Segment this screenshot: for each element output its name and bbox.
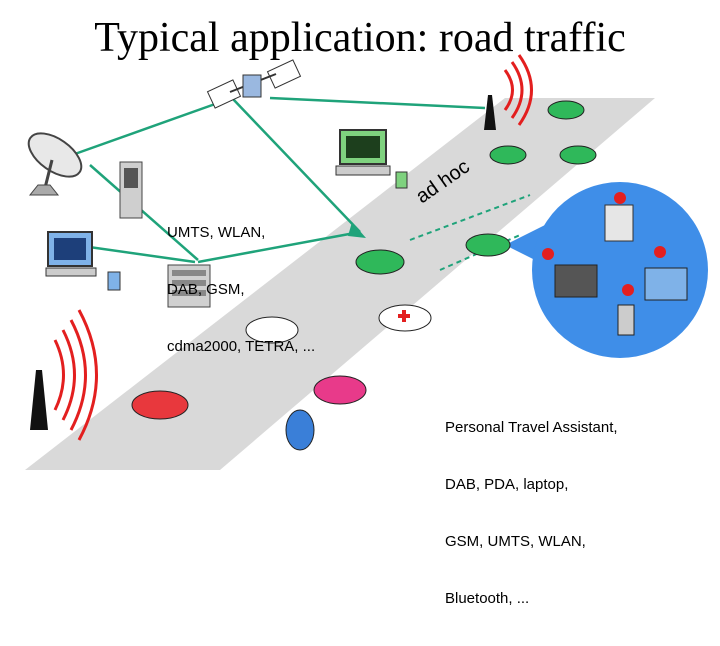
wireless-links xyxy=(71,96,486,264)
laptop-right-icon xyxy=(644,267,688,301)
server-tower-icon xyxy=(119,161,143,219)
pta-line: GSM, UMTS, WLAN, xyxy=(445,533,586,550)
pta-line: Personal Travel Assistant, xyxy=(445,419,618,436)
pta-bubble xyxy=(505,182,708,358)
pta-line: Bluetooth, ... xyxy=(445,590,530,607)
laptop-left-icon xyxy=(554,264,598,298)
diagram-canvas: Typical application: road traffic UMTS, … xyxy=(25,15,708,607)
pta-line: DAB, PDA, laptop, xyxy=(445,476,569,493)
road xyxy=(25,98,655,470)
computer-left-icon xyxy=(45,231,121,291)
pta-label: Personal Travel Assistant, DAB, PDA, lap… xyxy=(445,380,618,646)
pda-icon xyxy=(604,204,634,242)
radio-tower-top-icon xyxy=(484,54,533,130)
infrastructure-line: DAB, GSM, xyxy=(167,281,245,298)
page-title: Typical application: road traffic xyxy=(94,15,626,61)
infrastructure-label: UMTS, WLAN, DAB, GSM, cdma2000, TETRA, .… xyxy=(167,185,315,394)
satellite-dish-icon xyxy=(27,132,83,196)
computer-top-icon xyxy=(335,129,408,189)
satellite-icon xyxy=(206,59,302,109)
phone-icon xyxy=(617,304,635,336)
base-station-rack-icon xyxy=(167,264,211,308)
cars xyxy=(131,100,597,451)
link-arrowhead xyxy=(348,222,366,238)
infrastructure-line: UMTS, WLAN, xyxy=(167,224,266,241)
road-traffic-diagram xyxy=(25,54,708,470)
radio-tower-bottom-icon xyxy=(30,309,98,441)
infrastructure-line: cdma2000, TETRA, ... xyxy=(167,338,316,355)
adhoc-link xyxy=(409,194,531,241)
